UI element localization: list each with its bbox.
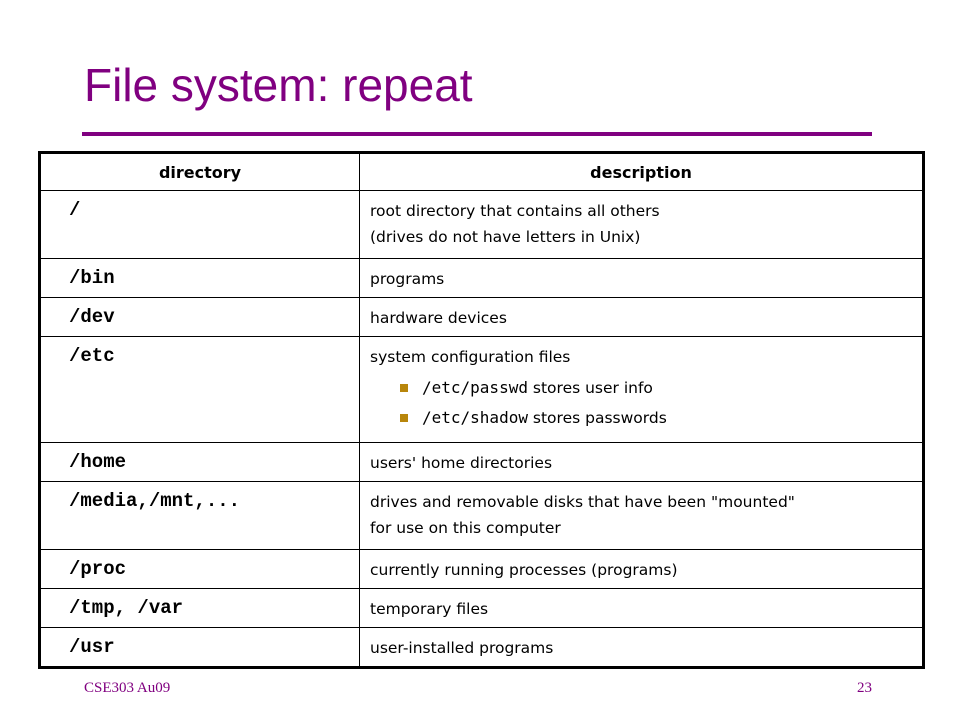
description-cell: hardware devices	[359, 297, 924, 337]
square-bullet-icon	[400, 414, 408, 422]
directory-cell: /dev	[39, 297, 360, 337]
column-header-description: description	[359, 152, 924, 191]
directory-cell: /usr	[39, 627, 360, 668]
sub-bullet-item: /etc/passwd stores user info	[400, 376, 914, 400]
table-row: /bin programs	[39, 258, 924, 298]
code-text: /etc/shadow	[422, 408, 528, 427]
description-cell: drives and removable disks that have bee…	[359, 481, 924, 550]
directory-cell: /bin	[39, 258, 360, 298]
table-row: /home users' home directories	[39, 442, 924, 482]
table-row: /tmp, /var temporary files	[39, 588, 924, 628]
description-line: (drives do not have letters in Unix)	[370, 228, 641, 246]
description-cell: users' home directories	[359, 442, 924, 482]
table-row: /usr user-installed programs	[39, 627, 924, 668]
directory-table: directory description / root directory t…	[38, 151, 925, 669]
description-line: drives and removable disks that have bee…	[370, 493, 795, 511]
directory-cell: /proc	[39, 549, 360, 589]
sub-bullet-text: stores passwords	[527, 409, 667, 427]
description-cell: currently running processes (programs)	[359, 549, 924, 589]
footer-course-label: CSE303 Au09	[84, 680, 171, 696]
code-text: /etc/passwd	[422, 378, 528, 397]
directory-cell: /media,/mnt,...	[39, 481, 360, 550]
description-cell: programs	[359, 258, 924, 298]
table-row: / root directory that contains all other…	[39, 190, 924, 259]
table-row: /media,/mnt,... drives and removable dis…	[39, 481, 924, 550]
page-number: 23	[857, 680, 872, 696]
directory-cell: /tmp, /var	[39, 588, 360, 628]
directory-cell: /home	[39, 442, 360, 482]
table-header-row: directory description	[39, 152, 924, 191]
description-cell: user-installed programs	[359, 627, 924, 668]
sub-bullet-text: stores user info	[527, 379, 653, 397]
directory-cell: /etc	[39, 336, 360, 443]
description-cell: root directory that contains all others …	[359, 190, 924, 259]
slide-title: File system: repeat	[84, 59, 473, 111]
table-row: /proc currently running processes (progr…	[39, 549, 924, 589]
table-row: /etc system configuration files /etc/pas…	[39, 336, 924, 443]
description-line: root directory that contains all others	[370, 202, 660, 220]
square-bullet-icon	[400, 384, 408, 392]
description-line: system configuration files	[370, 348, 571, 366]
description-cell: system configuration files /etc/passwd s…	[359, 336, 924, 443]
directory-cell: /	[39, 190, 360, 259]
description-line: for use on this computer	[370, 519, 561, 537]
sub-bullet-item: /etc/shadow stores passwords	[400, 406, 914, 430]
description-cell: temporary files	[359, 588, 924, 628]
table-row: /dev hardware devices	[39, 297, 924, 337]
column-header-directory: directory	[39, 152, 360, 191]
title-underline	[82, 132, 872, 136]
